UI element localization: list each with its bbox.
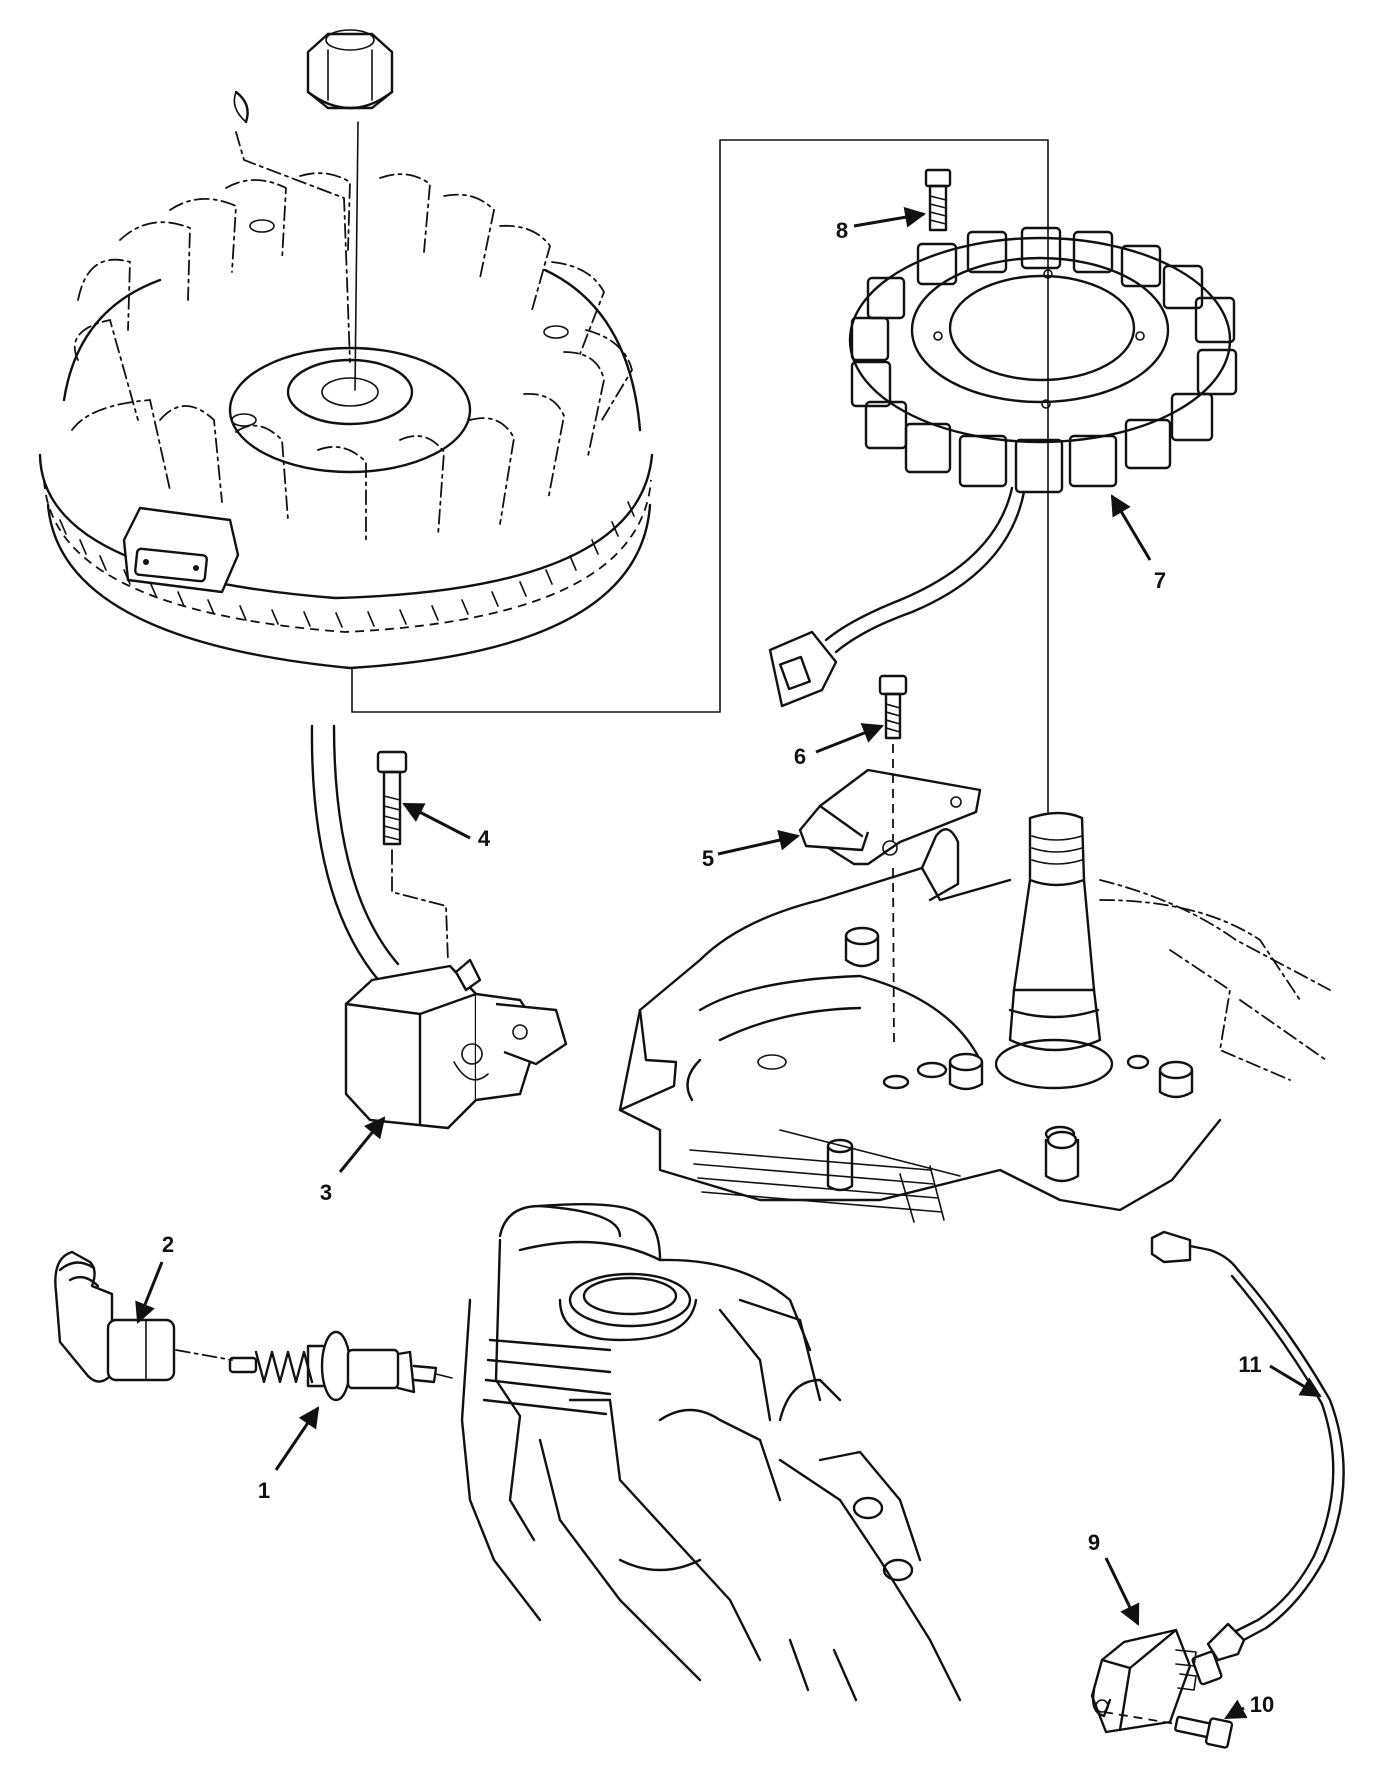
coil-bolt-leader bbox=[391, 849, 449, 963]
plug-alignment-line bbox=[175, 1349, 233, 1361]
ignition-coil bbox=[310, 724, 568, 1130]
callout-1: 1 bbox=[258, 1478, 270, 1503]
callout-3: 3 bbox=[320, 1180, 332, 1205]
callout-9: 9 bbox=[1088, 1530, 1100, 1555]
coil-bolt bbox=[376, 750, 408, 846]
alignment-bracket-line bbox=[351, 139, 1049, 713]
callout-10: 10 bbox=[1250, 1692, 1274, 1717]
callout-11: 11 bbox=[1238, 1352, 1261, 1377]
key-leader-line bbox=[235, 131, 351, 363]
spark-plug bbox=[228, 1330, 438, 1402]
cylinder-block bbox=[460, 1203, 962, 1702]
stator bbox=[768, 226, 1238, 708]
callout-arrows bbox=[135, 206, 1322, 1720]
flywheel-nut bbox=[306, 29, 394, 110]
bracket-bolt-leader bbox=[892, 744, 895, 1045]
shroud-bracket bbox=[798, 768, 982, 866]
voltage-regulator bbox=[1090, 1628, 1197, 1734]
callout-8: 8 bbox=[836, 218, 848, 243]
callout-2: 2 bbox=[162, 1232, 174, 1257]
callout-4: 4 bbox=[478, 826, 491, 851]
wire-harness bbox=[1150, 1230, 1345, 1686]
woodruff-key bbox=[233, 90, 249, 124]
callout-5: 5 bbox=[702, 846, 714, 871]
callout-labels: 1 2 3 4 5 6 7 8 9 10 11 bbox=[162, 218, 1274, 1717]
callout-6: 6 bbox=[794, 744, 806, 769]
plug-to-cylinder-line bbox=[435, 1373, 453, 1379]
nut-center-line bbox=[354, 121, 359, 391]
callout-7: 7 bbox=[1154, 568, 1166, 593]
crankcase bbox=[618, 811, 1331, 1223]
bracket-bolt bbox=[878, 674, 908, 740]
regulator-screw bbox=[1103, 1711, 1234, 1749]
stator-bolt bbox=[924, 168, 952, 232]
spark-plug-boot bbox=[54, 1250, 176, 1383]
flywheel bbox=[38, 172, 654, 670]
